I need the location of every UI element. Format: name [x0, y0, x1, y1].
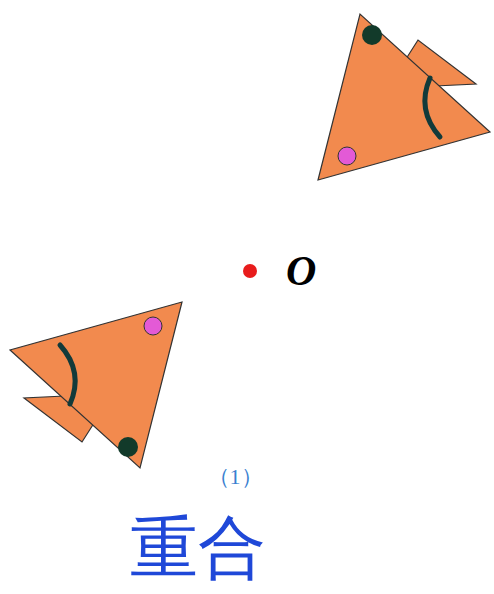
fish [10, 302, 182, 468]
caption-text: 重合 [130, 514, 266, 582]
point-label: O [286, 250, 316, 292]
figure-number: （1） [208, 466, 263, 488]
fish [318, 14, 490, 180]
center-point [243, 264, 257, 278]
